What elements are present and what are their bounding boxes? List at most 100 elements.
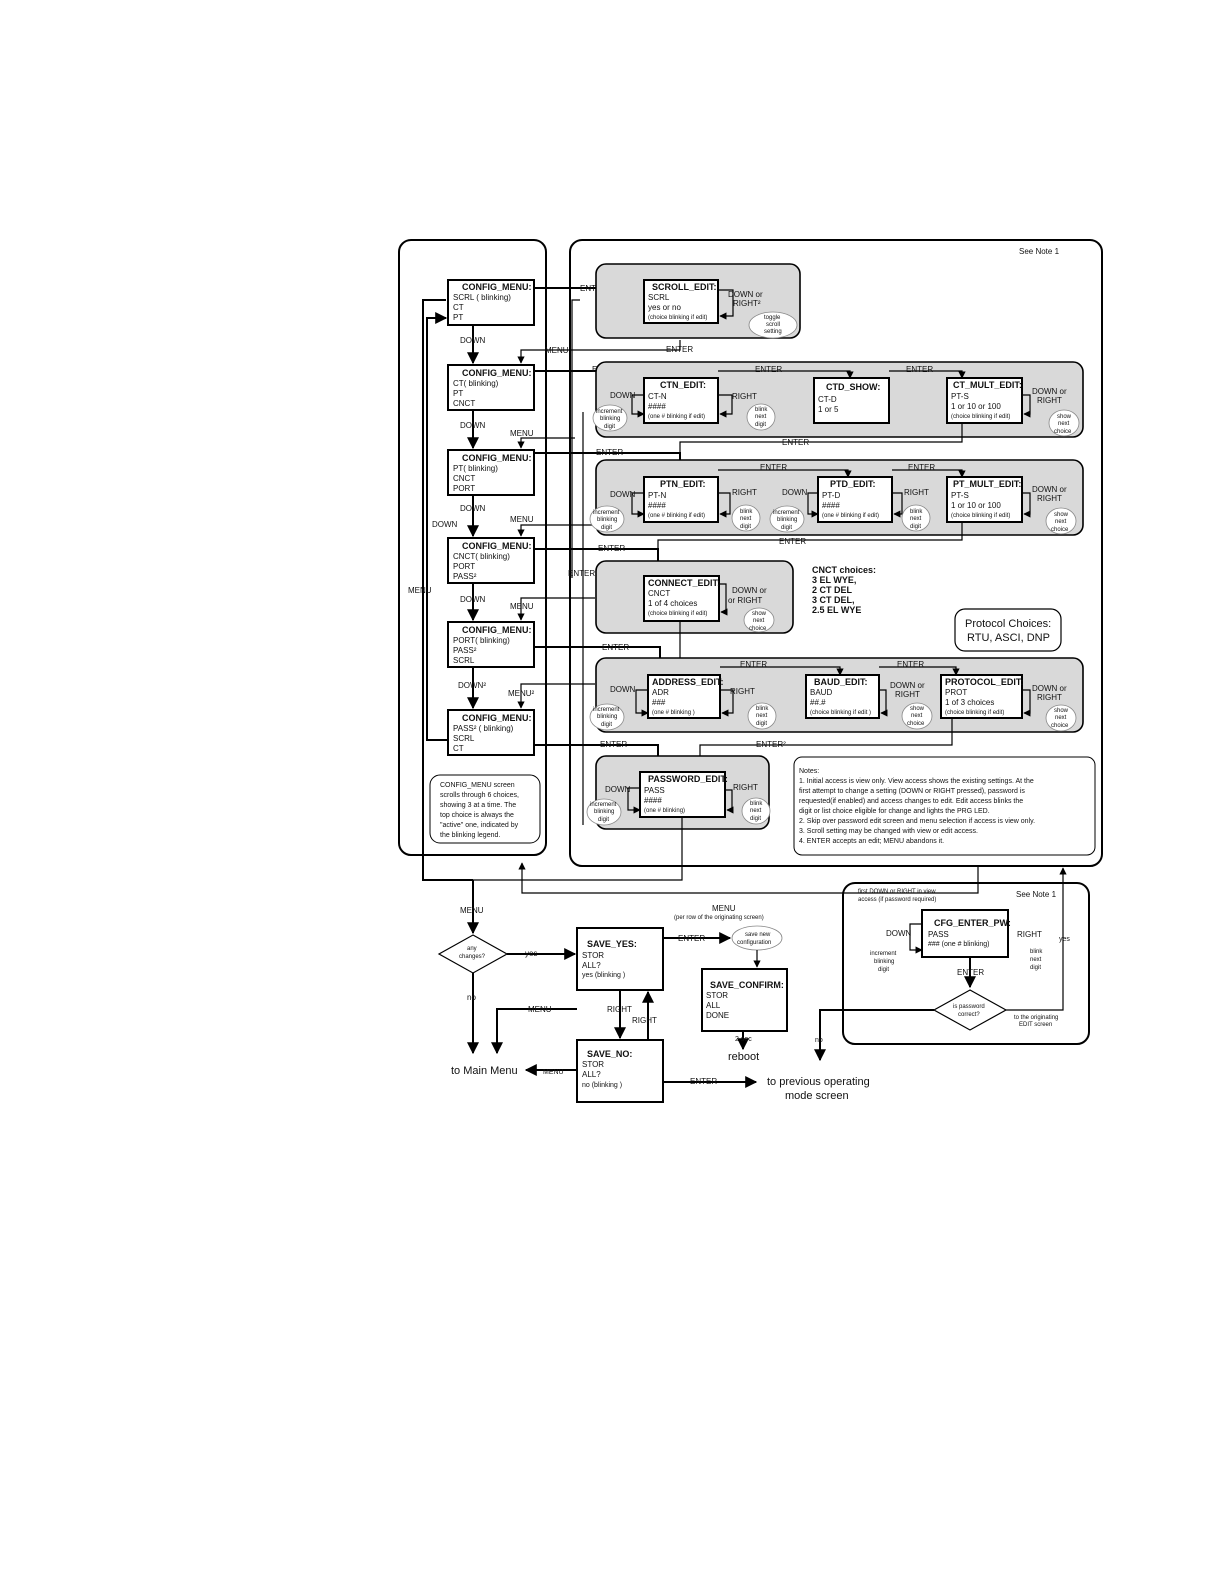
menu-note-3: showing 3 at a time. The [440, 802, 516, 809]
svg-text:CTN_EDIT:: CTN_EDIT: [660, 380, 706, 390]
baud-edit-box: BAUD_EDIT: BAUD ##.# (choice blinking if… [805, 674, 880, 719]
ctn-right: RIGHT [732, 392, 757, 401]
see-note-1-bottom: See Note 1 [1016, 890, 1057, 899]
svg-text:2.5 EL WYE: 2.5 EL WYE [812, 605, 861, 615]
ptd-blink-3: digit [910, 524, 921, 530]
svg-text:PASS² ( blinking): PASS² ( blinking) [453, 724, 514, 733]
svg-text:PASS: PASS [644, 786, 665, 795]
ptm-right: RIGHT [1037, 494, 1062, 503]
password-entry-frame [842, 882, 1090, 1045]
svg-text:CONFIG_MENU:: CONFIG_MENU: [462, 713, 532, 723]
down-label-2: DOWN [460, 421, 486, 430]
svg-text:CONFIG_MENU:: CONFIG_MENU: [462, 541, 532, 551]
ptm-show-oval [1045, 507, 1077, 535]
adr-increment-oval [589, 703, 625, 731]
menu-label-2: MENU [510, 429, 534, 438]
config-menu-3: CONFIG_MENU: PT( blinking) CNCT PORT [447, 449, 535, 496]
svg-text:yes or no: yes or no [648, 303, 681, 312]
ptm-down-or: DOWN or [1032, 485, 1067, 494]
svg-text:SCRL ( blinking): SCRL ( blinking) [453, 293, 511, 302]
prot-show-oval [1045, 704, 1077, 732]
adr-increment-2: blinking [597, 714, 617, 720]
svg-text:(choice blinking if edit): (choice blinking if edit) [951, 513, 1010, 519]
menu-note-6: the blinking legend. [440, 832, 500, 839]
enter-label-adr: ENTER [740, 660, 767, 669]
svg-text:PORT: PORT [453, 562, 475, 571]
enter-label-cnct: ENTER [598, 544, 625, 553]
cfg-increment-1: increment [870, 951, 897, 957]
svg-text:PT: PT [453, 389, 463, 398]
enter-label-scroll: ENTER [580, 284, 607, 293]
adr-right: RIGHT [730, 687, 755, 696]
svg-text:STOR: STOR [582, 1060, 604, 1069]
svg-text:PASS: PASS [928, 930, 949, 939]
first-down-2: access (if password required) [858, 897, 936, 903]
down-label-5: DOWN² [458, 681, 486, 690]
svg-text:BAUD: BAUD [810, 688, 832, 697]
svg-text:ALL?: ALL? [582, 1070, 601, 1079]
svg-text:(one # blinking if edit): (one # blinking if edit) [648, 414, 705, 420]
password-edit-box: PASSWORD_EDIT: PASS #### (one # blinking… [639, 771, 728, 818]
ctn-down: DOWN [610, 391, 636, 400]
svg-text:CT-D: CT-D [818, 395, 837, 404]
pw-blink-2: next [750, 808, 762, 814]
notes-box [793, 756, 1096, 856]
to-previous-2: mode screen [785, 1090, 849, 1102]
svg-text:CNCT( blinking): CNCT( blinking) [453, 552, 510, 561]
cnct-or-right: or RIGHT [728, 596, 762, 605]
svg-text:PTN_EDIT:: PTN_EDIT: [660, 479, 706, 489]
svg-text:CFG_ENTER_PW:: CFG_ENTER_PW: [934, 918, 1011, 928]
svg-text:PT-S: PT-S [951, 392, 969, 401]
ptd-increment-3: digit [781, 525, 792, 531]
svg-text:DONE: DONE [706, 1011, 729, 1020]
protocol-edit-box: PROTOCOL_EDIT: PROT 1 of 3 choices (choi… [940, 674, 1023, 719]
pw-blink-1: blink [750, 801, 763, 807]
ctn-increment-2: blinking [600, 416, 620, 422]
ptm-show-2: next [1055, 519, 1067, 525]
menu-label-3: MENU [510, 515, 534, 524]
down-label-3: DOWN [460, 504, 486, 513]
svg-text:1 or 10 or 100: 1 or 10 or 100 [951, 402, 1001, 411]
config-menu-6: CONFIG_MENU: PASS² ( blinking) SCRL CT [447, 709, 535, 756]
yes-label: yes [525, 949, 537, 958]
ptn-edit-box: PTN_EDIT: PT-N #### (one # blinking if e… [643, 476, 719, 523]
baud-show-3: choice [907, 721, 925, 727]
ptn-increment-3: digit [601, 525, 612, 531]
toggle-text-1: toggle [764, 315, 781, 321]
cnct-down-or: DOWN or [732, 586, 767, 595]
scroll-edit-box: SCROLL_EDIT: SCRL yes or no (choice blin… [643, 279, 719, 324]
svg-text:(choice blinking if edit): (choice blinking if edit) [945, 710, 1004, 716]
svg-text:SCRL: SCRL [648, 293, 670, 302]
svg-text:1 or 10 or 100: 1 or 10 or 100 [951, 501, 1001, 510]
note-line-1: 1. Initial access is view only. View acc… [799, 778, 1034, 785]
note-line-2: first attempt to change a setting (DOWN … [799, 788, 1025, 795]
svg-text:BAUD_EDIT:: BAUD_EDIT: [814, 677, 868, 687]
note-line-7: 4. ENTER accepts an edit; MENU abandons … [799, 838, 944, 845]
svg-text:####: #### [648, 402, 666, 411]
ctn-edit-box: CTN_EDIT: CT-N #### (one # blinking if e… [643, 377, 719, 424]
enter-label-ctd: ENTER [906, 365, 933, 374]
cnct-show-1: show [752, 611, 767, 617]
pw-increment-2: blinking [594, 809, 614, 815]
ptn-blink-oval [731, 504, 761, 532]
svg-text:SAVE_NO:: SAVE_NO: [587, 1049, 632, 1059]
svg-text:PT-N: PT-N [648, 491, 666, 500]
enter-label-pass: ENTER [600, 740, 627, 749]
save-yes-box: SAVE_YES: STOR ALL? yes (blinking ) [576, 927, 664, 991]
adr-increment-3: digit [601, 722, 612, 728]
svg-text:PT: PT [453, 313, 463, 322]
svg-text:SCROLL_EDIT:: SCROLL_EDIT: [652, 282, 717, 292]
prot-right: RIGHT [1037, 693, 1062, 702]
svg-text:####: #### [644, 796, 662, 805]
save-menu-label: MENU [528, 1005, 552, 1014]
svg-text:CONFIG_MENU:: CONFIG_MENU: [462, 368, 532, 378]
note-line-4: digit or list choice eligible for change… [799, 808, 990, 815]
cfg-right: RIGHT [1017, 930, 1042, 939]
config-menu-1: CONFIG_MENU: SCRL ( blinking) CT PT [447, 279, 535, 326]
ptm-show-1: show [1054, 512, 1069, 518]
menu-label-4: MENU [510, 602, 534, 611]
menu-per-row-1: MENU [712, 904, 736, 913]
svg-text:CT_MULT_EDIT:: CT_MULT_EDIT: [953, 380, 1022, 390]
config-menu-note [429, 774, 541, 844]
baud-right: RIGHT [895, 690, 920, 699]
